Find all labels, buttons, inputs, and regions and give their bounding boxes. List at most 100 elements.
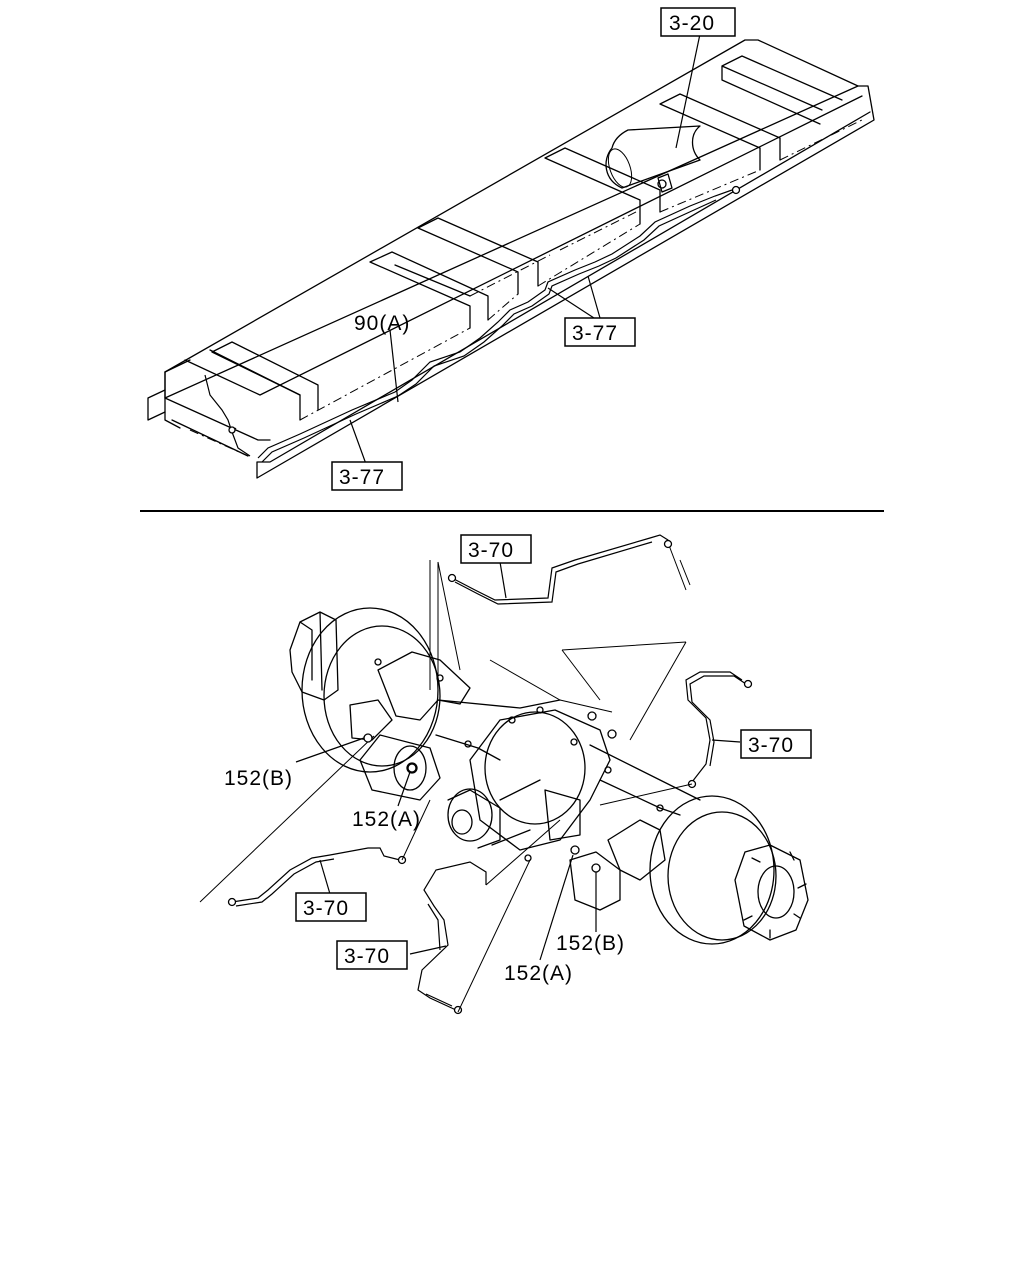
cross-member-2 — [369, 251, 489, 329]
frame-rear-end — [164, 359, 191, 429]
label-152a-left: 152(A) — [352, 808, 421, 831]
bolt-9 — [524, 854, 532, 862]
brake-pipe-3-70-bottom — [417, 861, 487, 1011]
rear-axle-view: 3-70 3-70 3-70 3-70 152(B) 152(A) 152(B)… — [199, 534, 812, 1015]
pipe-fitting-front — [228, 426, 236, 434]
bolt-10 — [587, 711, 597, 721]
right-axle-bracket — [607, 819, 666, 881]
frame-rail-front — [164, 85, 875, 479]
right-brake-drum-inner — [667, 811, 777, 941]
bolt-7 — [604, 766, 612, 774]
leader-152b-left — [295, 737, 365, 763]
right-hub-studs — [743, 851, 807, 939]
left-brake-drum-inner — [323, 625, 441, 767]
phantom-left-bracket — [429, 560, 461, 695]
frame-hidden-lines — [189, 119, 863, 457]
label-3-70-left: 3-70 — [303, 897, 349, 920]
hose-fitting-152b-right — [591, 863, 601, 873]
right-brake-drum-outer — [649, 795, 775, 945]
label-3-20: 3-20 — [669, 12, 715, 35]
frame-rail-back — [147, 389, 249, 457]
brake-pipe-3-70-right — [685, 671, 747, 783]
bolt-2 — [436, 674, 444, 682]
chassis-frame-view: 3-20 3-77 90(A) 3-77 — [147, 7, 875, 491]
left-chamber-center — [406, 762, 418, 774]
fuel-tank — [605, 125, 701, 189]
label-152b-right: 152(B) — [556, 932, 625, 955]
leader-152a-right — [539, 854, 574, 961]
label-3-77-upper: 3-77 — [572, 322, 618, 345]
pipe-dash-bottom — [457, 819, 561, 1013]
left-spring-seat — [349, 699, 393, 741]
cross-member-1 — [211, 341, 319, 421]
bolt-6 — [570, 738, 578, 746]
leader-152a-left — [397, 771, 411, 807]
label-box-3-70-bottom — [336, 940, 408, 970]
pipe-dash-left — [199, 735, 431, 903]
hose-fitting-152a-right — [570, 845, 580, 855]
bolt-1 — [374, 658, 382, 666]
cross-member-3 — [417, 217, 539, 295]
right-hub-cap — [757, 865, 795, 919]
left-hub-bolts — [289, 611, 339, 701]
label-box-3-70-top — [460, 534, 532, 564]
phantom-cross-lines — [489, 559, 691, 741]
bolt-11 — [607, 729, 617, 739]
axle-housing-tube-left — [435, 699, 561, 761]
label-box-3-70-left — [295, 892, 367, 922]
left-axle-bracket — [377, 651, 471, 721]
pipe-dash-top — [669, 547, 687, 591]
label-3-70-right: 3-70 — [748, 734, 794, 757]
pinion-flange-inner — [451, 809, 473, 835]
tank-clamp — [657, 173, 673, 193]
pipe-dash-right — [599, 783, 693, 806]
label-3-77-lower: 3-77 — [339, 466, 385, 489]
fuel-tank-end — [607, 148, 633, 188]
label-152a-right: 152(A) — [504, 962, 573, 985]
label-box-3-20 — [660, 7, 736, 37]
left-chamber-cap — [393, 745, 427, 791]
hose-fitting-152a-left — [407, 763, 417, 773]
bolt-8 — [656, 804, 664, 812]
leader-3-70-bottom — [409, 945, 447, 955]
leader-3-70-top — [499, 561, 507, 599]
leader-3-20 — [675, 33, 701, 149]
pipe-fitting-rear — [731, 185, 741, 195]
right-brake-chamber — [569, 851, 621, 911]
label-152b-left: 152(B) — [224, 767, 293, 790]
bolt-4 — [508, 716, 516, 724]
brake-pipe-3-70-top — [451, 534, 671, 605]
label-3-70-bottom: 3-70 — [344, 945, 390, 968]
brake-pipe-90a — [257, 189, 733, 459]
pipe-fitting-left-end — [227, 897, 237, 907]
label-90a: 90(A) — [354, 312, 410, 335]
leader-3-77-lower — [349, 419, 367, 465]
label-box-3-77-lower — [331, 461, 403, 491]
bolt-5 — [536, 706, 544, 714]
cross-member-5 — [659, 93, 781, 171]
leader-3-70-left — [319, 859, 331, 895]
cross-member-6 — [721, 55, 843, 125]
leader-90a — [389, 329, 399, 403]
frame-rail-inner — [184, 95, 863, 396]
pipe-fitting-top-left — [447, 573, 457, 583]
diff-carrier — [491, 779, 581, 846]
cross-member-4 — [544, 147, 661, 225]
right-hub — [734, 844, 809, 941]
pipe-fitting-top-right — [663, 539, 673, 549]
label-box-3-77-upper — [564, 317, 636, 347]
label-3-70-top: 3-70 — [468, 539, 514, 562]
leader-3-77-upper — [547, 275, 601, 319]
frame-rail-front-flange — [164, 39, 859, 373]
pinion-flange — [447, 788, 493, 842]
brake-pipe-90a-parallel — [261, 199, 717, 463]
pinion-yoke — [447, 789, 501, 849]
differential-cover — [484, 711, 586, 825]
brake-pipe-3-70-left — [231, 847, 401, 907]
leader-3-70-right — [711, 739, 741, 743]
left-brake-chamber — [359, 734, 441, 801]
hose-fitting-152b-left — [363, 733, 373, 743]
pipe-fitting-right-end — [743, 679, 753, 689]
bolt-3 — [464, 740, 472, 748]
